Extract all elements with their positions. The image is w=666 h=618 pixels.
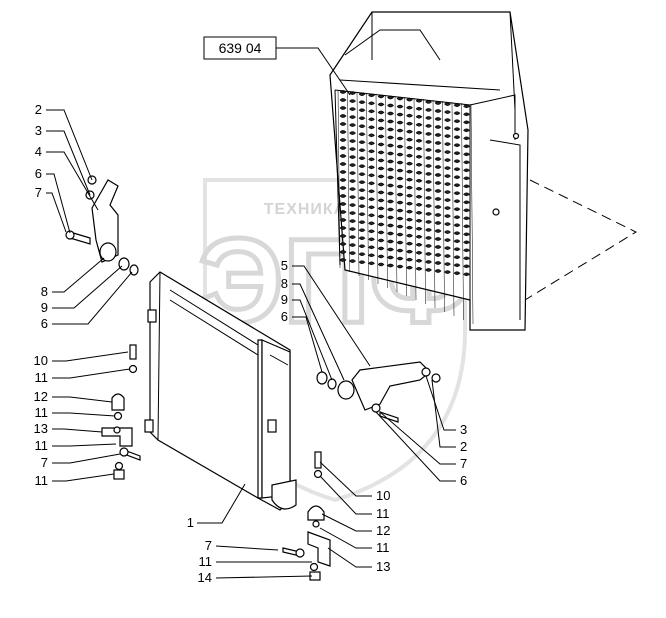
right-lower-bracket bbox=[282, 451, 331, 581]
callout-13-right: 13 bbox=[376, 559, 390, 574]
reference-box: 639 04 bbox=[203, 36, 351, 96]
callout-11-left-d: 11 bbox=[35, 473, 49, 488]
callout-14: 14 bbox=[198, 570, 212, 585]
callout-11-bottom: 11 bbox=[199, 554, 213, 569]
callout-11-left-a: 11 bbox=[35, 370, 49, 385]
callout-10-right: 10 bbox=[376, 488, 390, 503]
callouts-right: 3 2 7 6 10 11 12 11 13 bbox=[376, 422, 467, 574]
callout-5: 5 bbox=[281, 258, 288, 273]
leader-lines bbox=[46, 109, 456, 579]
callout-7-bottom: 7 bbox=[205, 538, 212, 553]
callout-2-left: 2 bbox=[35, 102, 42, 117]
callouts-bottom: 7 11 14 bbox=[198, 538, 212, 585]
callout-6-left-upper: 6 bbox=[35, 166, 42, 181]
watermark-top-text: ТЕХНИКА bbox=[264, 201, 347, 218]
callout-12-left: 12 bbox=[34, 389, 48, 404]
callout-9-middle: 9 bbox=[281, 292, 288, 307]
callout-4: 4 bbox=[35, 144, 42, 159]
callout-3-right: 3 bbox=[460, 422, 467, 437]
callout-8-left: 8 bbox=[41, 284, 48, 299]
callout-8-middle: 8 bbox=[281, 276, 288, 291]
radiator-core bbox=[337, 89, 474, 325]
left-upper-bracket bbox=[65, 175, 139, 276]
callout-3-left: 3 bbox=[35, 123, 42, 138]
callout-11-left-b: 11 bbox=[35, 405, 49, 420]
callout-6-middle: 6 bbox=[281, 309, 288, 324]
callout-6-right: 6 bbox=[460, 473, 467, 488]
callout-7-left-upper: 7 bbox=[35, 185, 42, 200]
callout-7-left-lower: 7 bbox=[41, 455, 48, 470]
callout-9-left: 9 bbox=[41, 300, 48, 315]
callout-10-left: 10 bbox=[34, 353, 48, 368]
callout-11-left-c: 11 bbox=[35, 438, 49, 453]
connection-dash-line bbox=[524, 179, 638, 301]
left-lower-bracket bbox=[101, 344, 141, 480]
callout-2-right: 2 bbox=[460, 439, 467, 454]
radiator-assembly bbox=[329, 11, 529, 331]
callout-6-left-lower: 6 bbox=[41, 316, 48, 331]
callouts-middle: 5 8 9 6 bbox=[281, 258, 288, 324]
callout-12-right: 12 bbox=[376, 523, 390, 538]
reference-box-label: 639 04 bbox=[219, 40, 262, 56]
callout-11-right-b: 11 bbox=[376, 540, 390, 555]
callout-13-left: 13 bbox=[34, 421, 48, 436]
intercooler bbox=[144, 271, 297, 511]
callout-11-right-a: 11 bbox=[376, 506, 390, 521]
callout-1: 1 bbox=[187, 515, 194, 530]
callout-7-right: 7 bbox=[460, 456, 467, 471]
callouts-left: 2 3 4 6 7 8 9 6 10 11 12 11 13 11 7 11 1 bbox=[34, 102, 194, 530]
right-upper-bracket bbox=[316, 361, 441, 423]
